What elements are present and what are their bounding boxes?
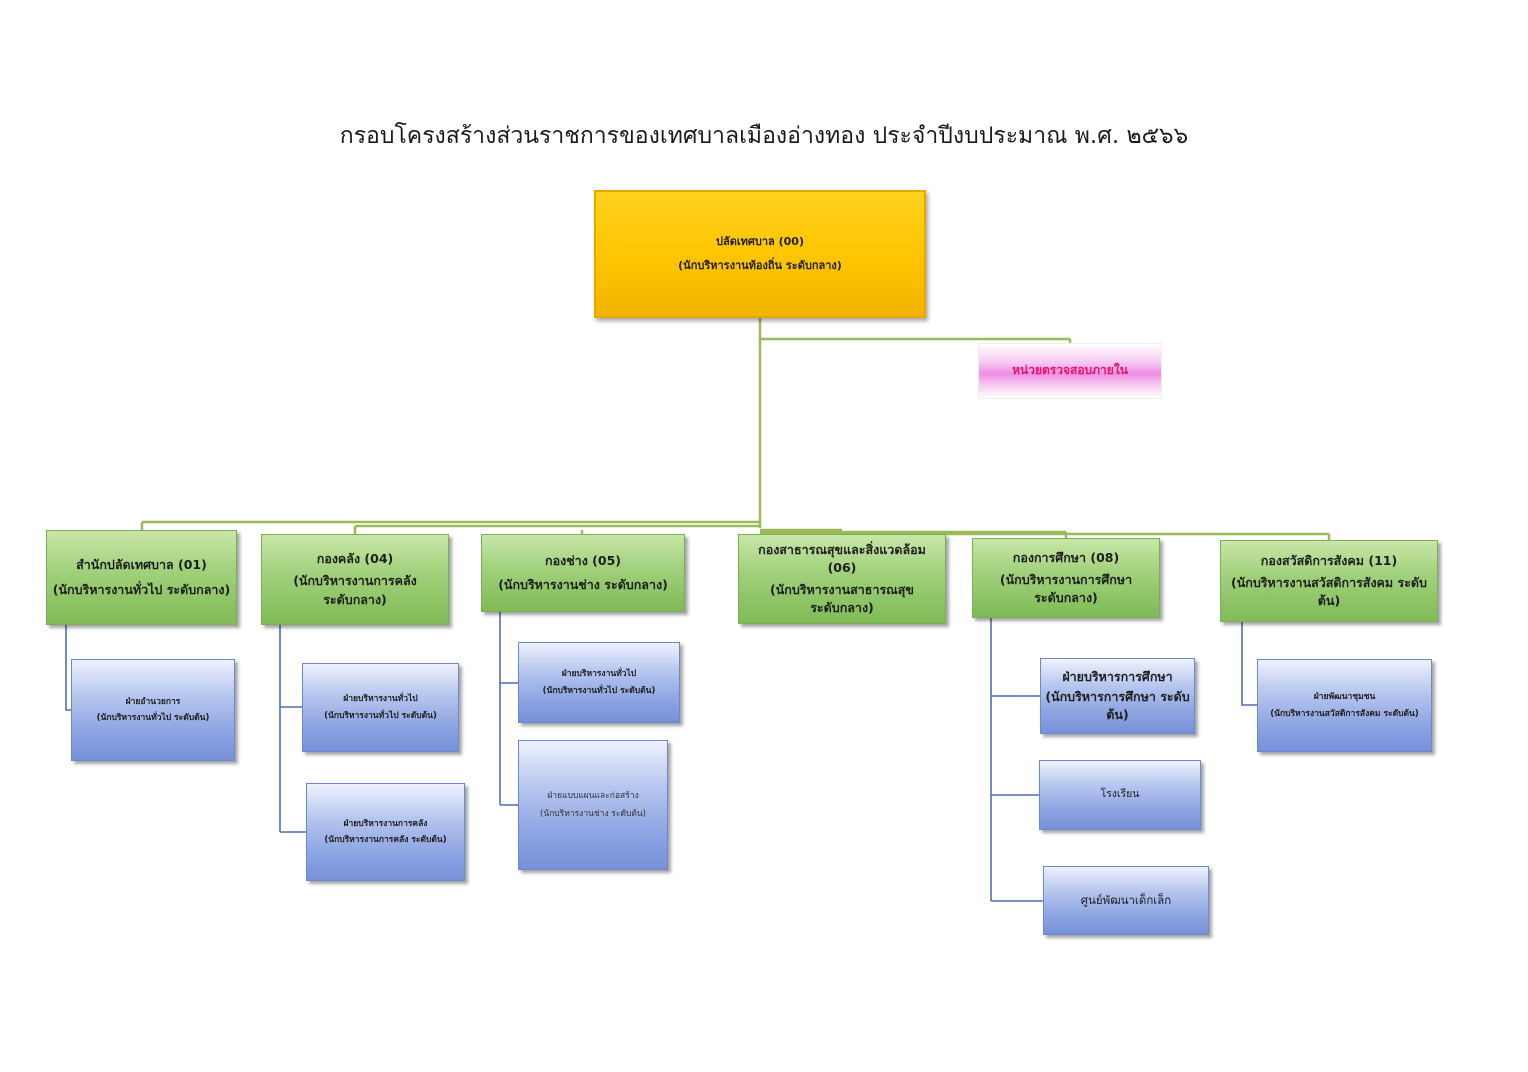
section-node-child-development-center: ศูนย์พัฒนาเด็กเล็ก [1043, 866, 1209, 935]
section-title: ฝ่ายอำนวยการ [125, 696, 181, 707]
section-title: ฝ่ายพัฒนาชุมชน [1313, 692, 1376, 703]
division-node-engineering: กองช่าง (05) (นักบริหารงานช่าง ระดับกลาง… [481, 534, 685, 612]
section-node-finance-admin: ฝ่ายบริหารงานการคลัง (นักบริหารงานการคลั… [306, 783, 465, 881]
division-subtitle: (นักบริหารงานทั่วไป ระดับกลาง) [52, 581, 231, 597]
chart-title: กรอบโครงสร้างส่วนราชการของเทศบาลเมืองอ่า… [339, 123, 1189, 149]
internal-audit-node: หน่วยตรวจสอบภายใน [978, 343, 1162, 399]
root-subtitle: (นักบริหารงานท้องถิ่น ระดับกลาง) [678, 259, 842, 272]
section-node-administration: ฝ่ายอำนวยการ (นักบริหารงานทั่วไป ระดับต้… [71, 659, 235, 761]
section-subtitle: (นักบริหารงานช่าง ระดับต้น) [540, 809, 646, 819]
section-title: ฝ่ายบริหารงานการคลัง [343, 818, 428, 829]
section-subtitle: (นักบริหารการศึกษา ระดับต้น) [1045, 688, 1190, 723]
section-subtitle: (นักบริหารงานทั่วไป ระดับต้น) [96, 713, 210, 723]
division-node-social-welfare: กองสวัสดิการสังคม (11) (นักบริหารงานสวัส… [1220, 540, 1438, 622]
root-title: ปลัดเทศบาล (00) [716, 235, 804, 249]
section-subtitle: (นักบริหารงานสวัสดิการสังคม ระดับต้น) [1270, 708, 1419, 719]
division-title: กองสวัสดิการสังคม (11) [1260, 552, 1398, 568]
section-title: ฝ่ายแบบแผนและก่อสร้าง [547, 790, 639, 801]
section-node-finance-general-admin: ฝ่ายบริหารงานทั่วไป (นักบริหารงานทั่วไป … [302, 663, 459, 752]
section-subtitle: (นักบริหารงานการคลัง ระดับต้น) [324, 835, 447, 845]
section-node-community-development: ฝ่ายพัฒนาชุมชน (นักบริหารงานสวัสดิการสัง… [1257, 659, 1432, 752]
section-node-planning-construction: ฝ่ายแบบแผนและก่อสร้าง (นักบริหารงานช่าง … [518, 740, 668, 870]
section-title: ฝ่ายบริหารงานทั่วไป [343, 694, 418, 705]
division-subtitle: (นักบริหารงานสวัสดิการสังคม ระดับต้น) [1231, 574, 1427, 609]
division-subtitle: (นักบริหารงานช่าง ระดับกลาง) [498, 577, 668, 592]
division-title: สำนักปลัดเทศบาล (01) [76, 557, 207, 573]
section-node-education-admin: ฝ่ายบริหารการศึกษา (นักบริหารการศึกษา ระ… [1040, 658, 1195, 734]
section-node-engineering-general-admin: ฝ่ายบริหารงานทั่วไป (นักบริหารงานทั่วไป … [518, 642, 680, 723]
green-connectors [140, 318, 1331, 540]
division-title: กองคลัง (04) [316, 551, 394, 567]
division-node-finance: กองคลัง (04) (นักบริหารงานการคลัง ระดับก… [261, 534, 449, 625]
section-title: ฝ่ายบริหารการศึกษา [1062, 668, 1173, 684]
division-subtitle: (นักบริหารงานสาธารณสุข ระดับกลาง) [770, 582, 914, 616]
division-title: กองสาธารณสุขและสิ่งแวดล้อม (06) [758, 541, 926, 575]
section-subtitle: (นักบริหารงานทั่วไป ระดับต้น) [324, 710, 437, 721]
division-node-public-health: กองสาธารณสุขและสิ่งแวดล้อม (06) (นักบริห… [738, 534, 946, 624]
division-subtitle: (นักบริหารงานการคลัง ระดับกลาง) [293, 573, 417, 607]
division-title: กองช่าง (05) [545, 552, 621, 568]
section-title: โรงเรียน [1100, 788, 1140, 801]
division-node-education: กองการศึกษา (08) (นักบริหารงานการศึกษา ร… [972, 538, 1160, 618]
section-title: ฝ่ายบริหารงานทั่วไป [561, 669, 637, 680]
root-node-municipal-clerk: ปลัดเทศบาล (00) (นักบริหารงานท้องถิ่น ระ… [594, 190, 926, 318]
section-title: ศูนย์พัฒนาเด็กเล็ก [1080, 893, 1172, 908]
section-subtitle: (นักบริหารงานทั่วไป ระดับต้น) [542, 685, 656, 696]
division-title: กองการศึกษา (08) [1012, 549, 1120, 565]
blue-connectors [65, 612, 1257, 902]
division-node-office-of-clerk: สำนักปลัดเทศบาล (01) (นักบริหารงานทั่วไป… [46, 530, 237, 625]
audit-label: หน่วยตรวจสอบภายใน [1012, 363, 1128, 378]
division-subtitle: (นักบริหารงานการศึกษา ระดับกลาง) [999, 571, 1133, 606]
section-node-school: โรงเรียน [1039, 760, 1201, 830]
